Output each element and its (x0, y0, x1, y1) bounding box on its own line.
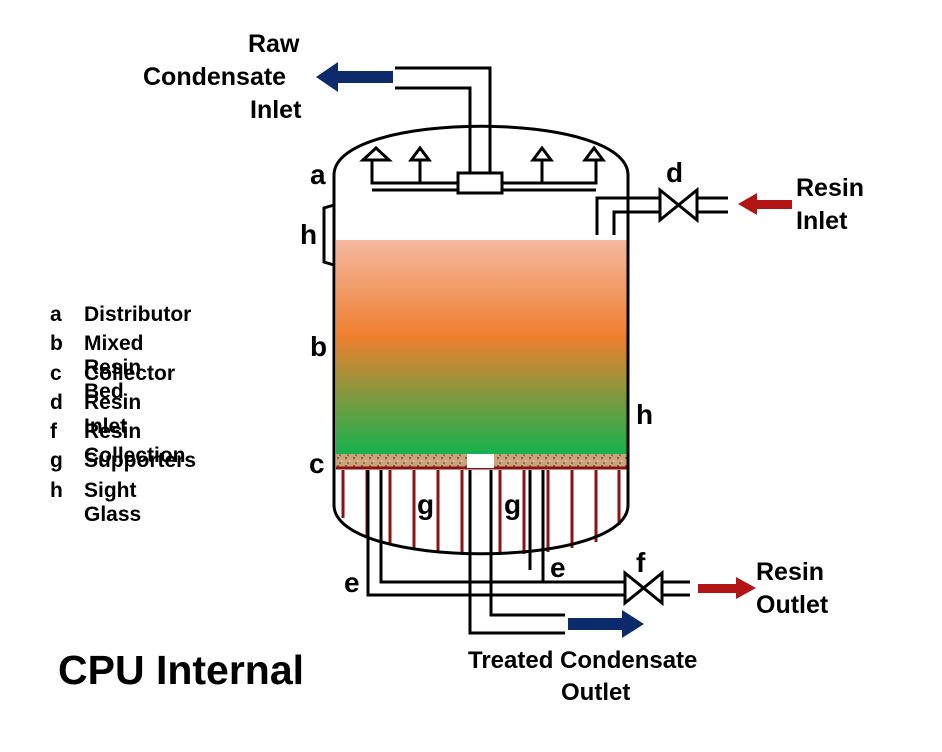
letter-e-right: e (550, 552, 566, 583)
collector-opening (467, 454, 494, 468)
legend-desc: Distributor (84, 303, 192, 326)
raw-inlet-arrow (316, 62, 393, 92)
resin-outlet-valve (623, 569, 664, 607)
diagram-title: CPU Internal (58, 647, 305, 693)
legend-desc: Resin Inlet (84, 390, 142, 438)
raw-inlet-label-2: Condensate (143, 63, 287, 91)
legend-desc: Collector (84, 361, 176, 385)
vessel-shell (332, 124, 630, 556)
legend-key: h (50, 478, 63, 502)
legend-desc: Resin Collection (84, 420, 186, 468)
legend-key: f (50, 420, 57, 444)
resin-outlet-label: Resin (756, 558, 825, 586)
resin-inlet-valve (658, 186, 699, 224)
treated-outlet-label: Treated Condensate (468, 647, 698, 674)
resin-outlet-label-2: Outlet (756, 591, 829, 619)
legend-key: a (50, 303, 62, 326)
treated-outlet-pipe (468, 470, 565, 635)
resin-outlet-arrow (698, 577, 756, 599)
distributor (359, 145, 606, 195)
raw-inlet-label-3: Inlet (250, 96, 302, 124)
mixed-resin-bed (336, 240, 627, 454)
letter-c: c (309, 448, 325, 479)
legend-key: d (50, 390, 63, 414)
legend-desc: Sight Glass (84, 478, 142, 526)
resin-inlet-arrow (738, 193, 792, 215)
legend-key: b (50, 332, 63, 356)
letter-g-right: g (504, 489, 522, 520)
letter-h-left: h (300, 219, 318, 250)
letter-g-left: g (417, 489, 435, 520)
letter-d: d (666, 157, 684, 188)
letter-a: a (310, 159, 326, 190)
resin-collection-pipes (366, 470, 690, 597)
treated-outlet-arrow (568, 610, 644, 638)
resin-inlet-pipe (595, 196, 728, 235)
letter-f: f (636, 547, 646, 578)
resin-inlet-label: Resin (796, 174, 865, 202)
raw-inlet-pipe (395, 66, 492, 173)
letter-h-right: h (636, 399, 654, 430)
sight-glass-left (322, 203, 335, 267)
legend-desc: Mixed Resin Bed (84, 332, 144, 404)
treated-outlet-label-2: Outlet (561, 679, 631, 706)
resin-inlet-label-2: Inlet (796, 207, 848, 235)
supporters (341, 470, 621, 555)
legend-key: c (50, 361, 62, 385)
letter-b: b (310, 331, 328, 362)
legend-key: g (50, 449, 63, 473)
legend-desc: Supporters (84, 449, 197, 473)
raw-inlet-label: Raw (248, 30, 300, 58)
letter-e-left: e (344, 567, 360, 598)
